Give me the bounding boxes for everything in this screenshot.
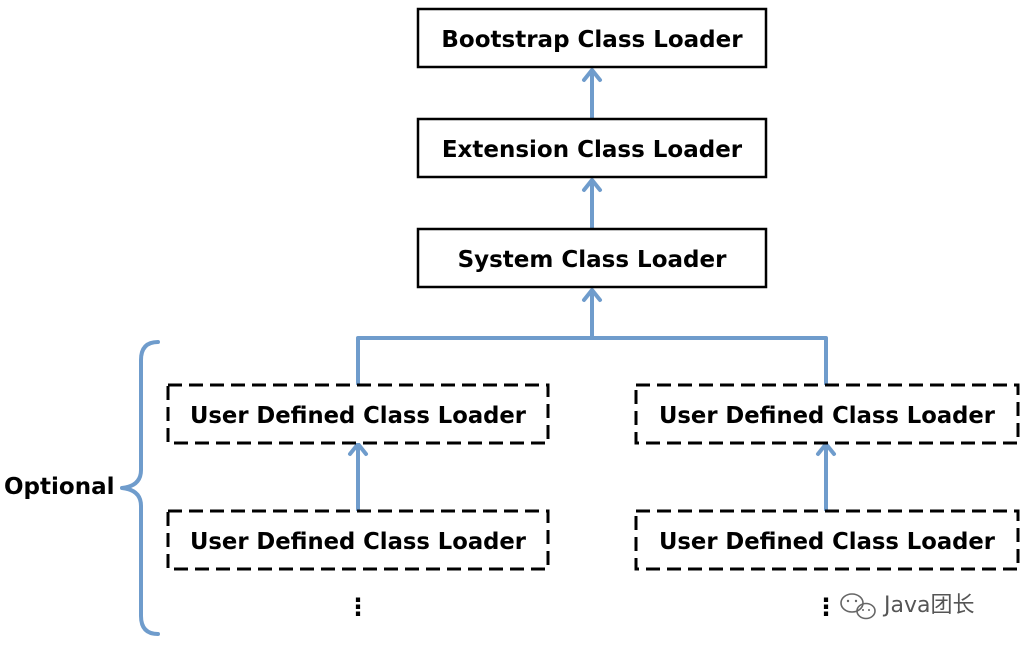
node-user-defined-right-bottom-box — [634, 509, 1020, 571]
node-user-defined-left-bottom-box — [166, 509, 550, 571]
node-system: System Class Loader — [416, 227, 768, 289]
node-bootstrap-label: Bootstrap Class Loader — [441, 27, 743, 53]
arrow-user-loaders-to-system-head — [582, 288, 602, 302]
arrow-system-to-extension-head — [582, 178, 602, 192]
node-extension-label: Extension Class Loader — [442, 137, 743, 163]
node-bootstrap: Bootstrap Class Loader — [416, 7, 768, 69]
node-extension: Extension Class Loader — [416, 117, 768, 179]
node-user-defined-left-bottom: User Defined Class Loader — [166, 509, 550, 571]
node-system-box — [416, 227, 768, 289]
arrow-extension-to-bootstrap-head — [582, 68, 602, 82]
node-user-defined-right-top-box — [634, 383, 1020, 445]
watermark-text: Java团长 — [882, 593, 974, 618]
watermark: Java团长 — [840, 593, 974, 620]
node-user-defined-right-top: User Defined Class Loader — [634, 383, 1020, 445]
node-user-defined-left-top-box — [166, 383, 550, 445]
node-user-defined-right-top-label: User Defined Class Loader — [659, 403, 996, 429]
node-extension-box — [416, 117, 768, 179]
continuation-marker-right: ⋮ — [814, 593, 838, 621]
optional-brace — [120, 340, 160, 636]
node-user-defined-left-bottom-label: User Defined Class Loader — [190, 529, 527, 555]
connector-user-loaders-to-system — [356, 336, 828, 386]
node-bootstrap-box — [416, 7, 768, 69]
node-user-defined-right-bottom: User Defined Class Loader — [634, 509, 1020, 571]
optional-label: Optional — [4, 474, 114, 500]
node-user-defined-left-top: User Defined Class Loader — [166, 383, 550, 445]
continuation-marker-left: ⋮ — [346, 593, 370, 621]
connectors — [348, 68, 836, 512]
arrow-left-bottom-to-left-top-head — [348, 442, 368, 456]
node-user-defined-left-top-label: User Defined Class Loader — [190, 403, 527, 429]
node-system-label: System Class Loader — [458, 247, 728, 273]
node-user-defined-right-bottom-label: User Defined Class Loader — [659, 529, 996, 555]
wechat-icon — [840, 593, 876, 620]
